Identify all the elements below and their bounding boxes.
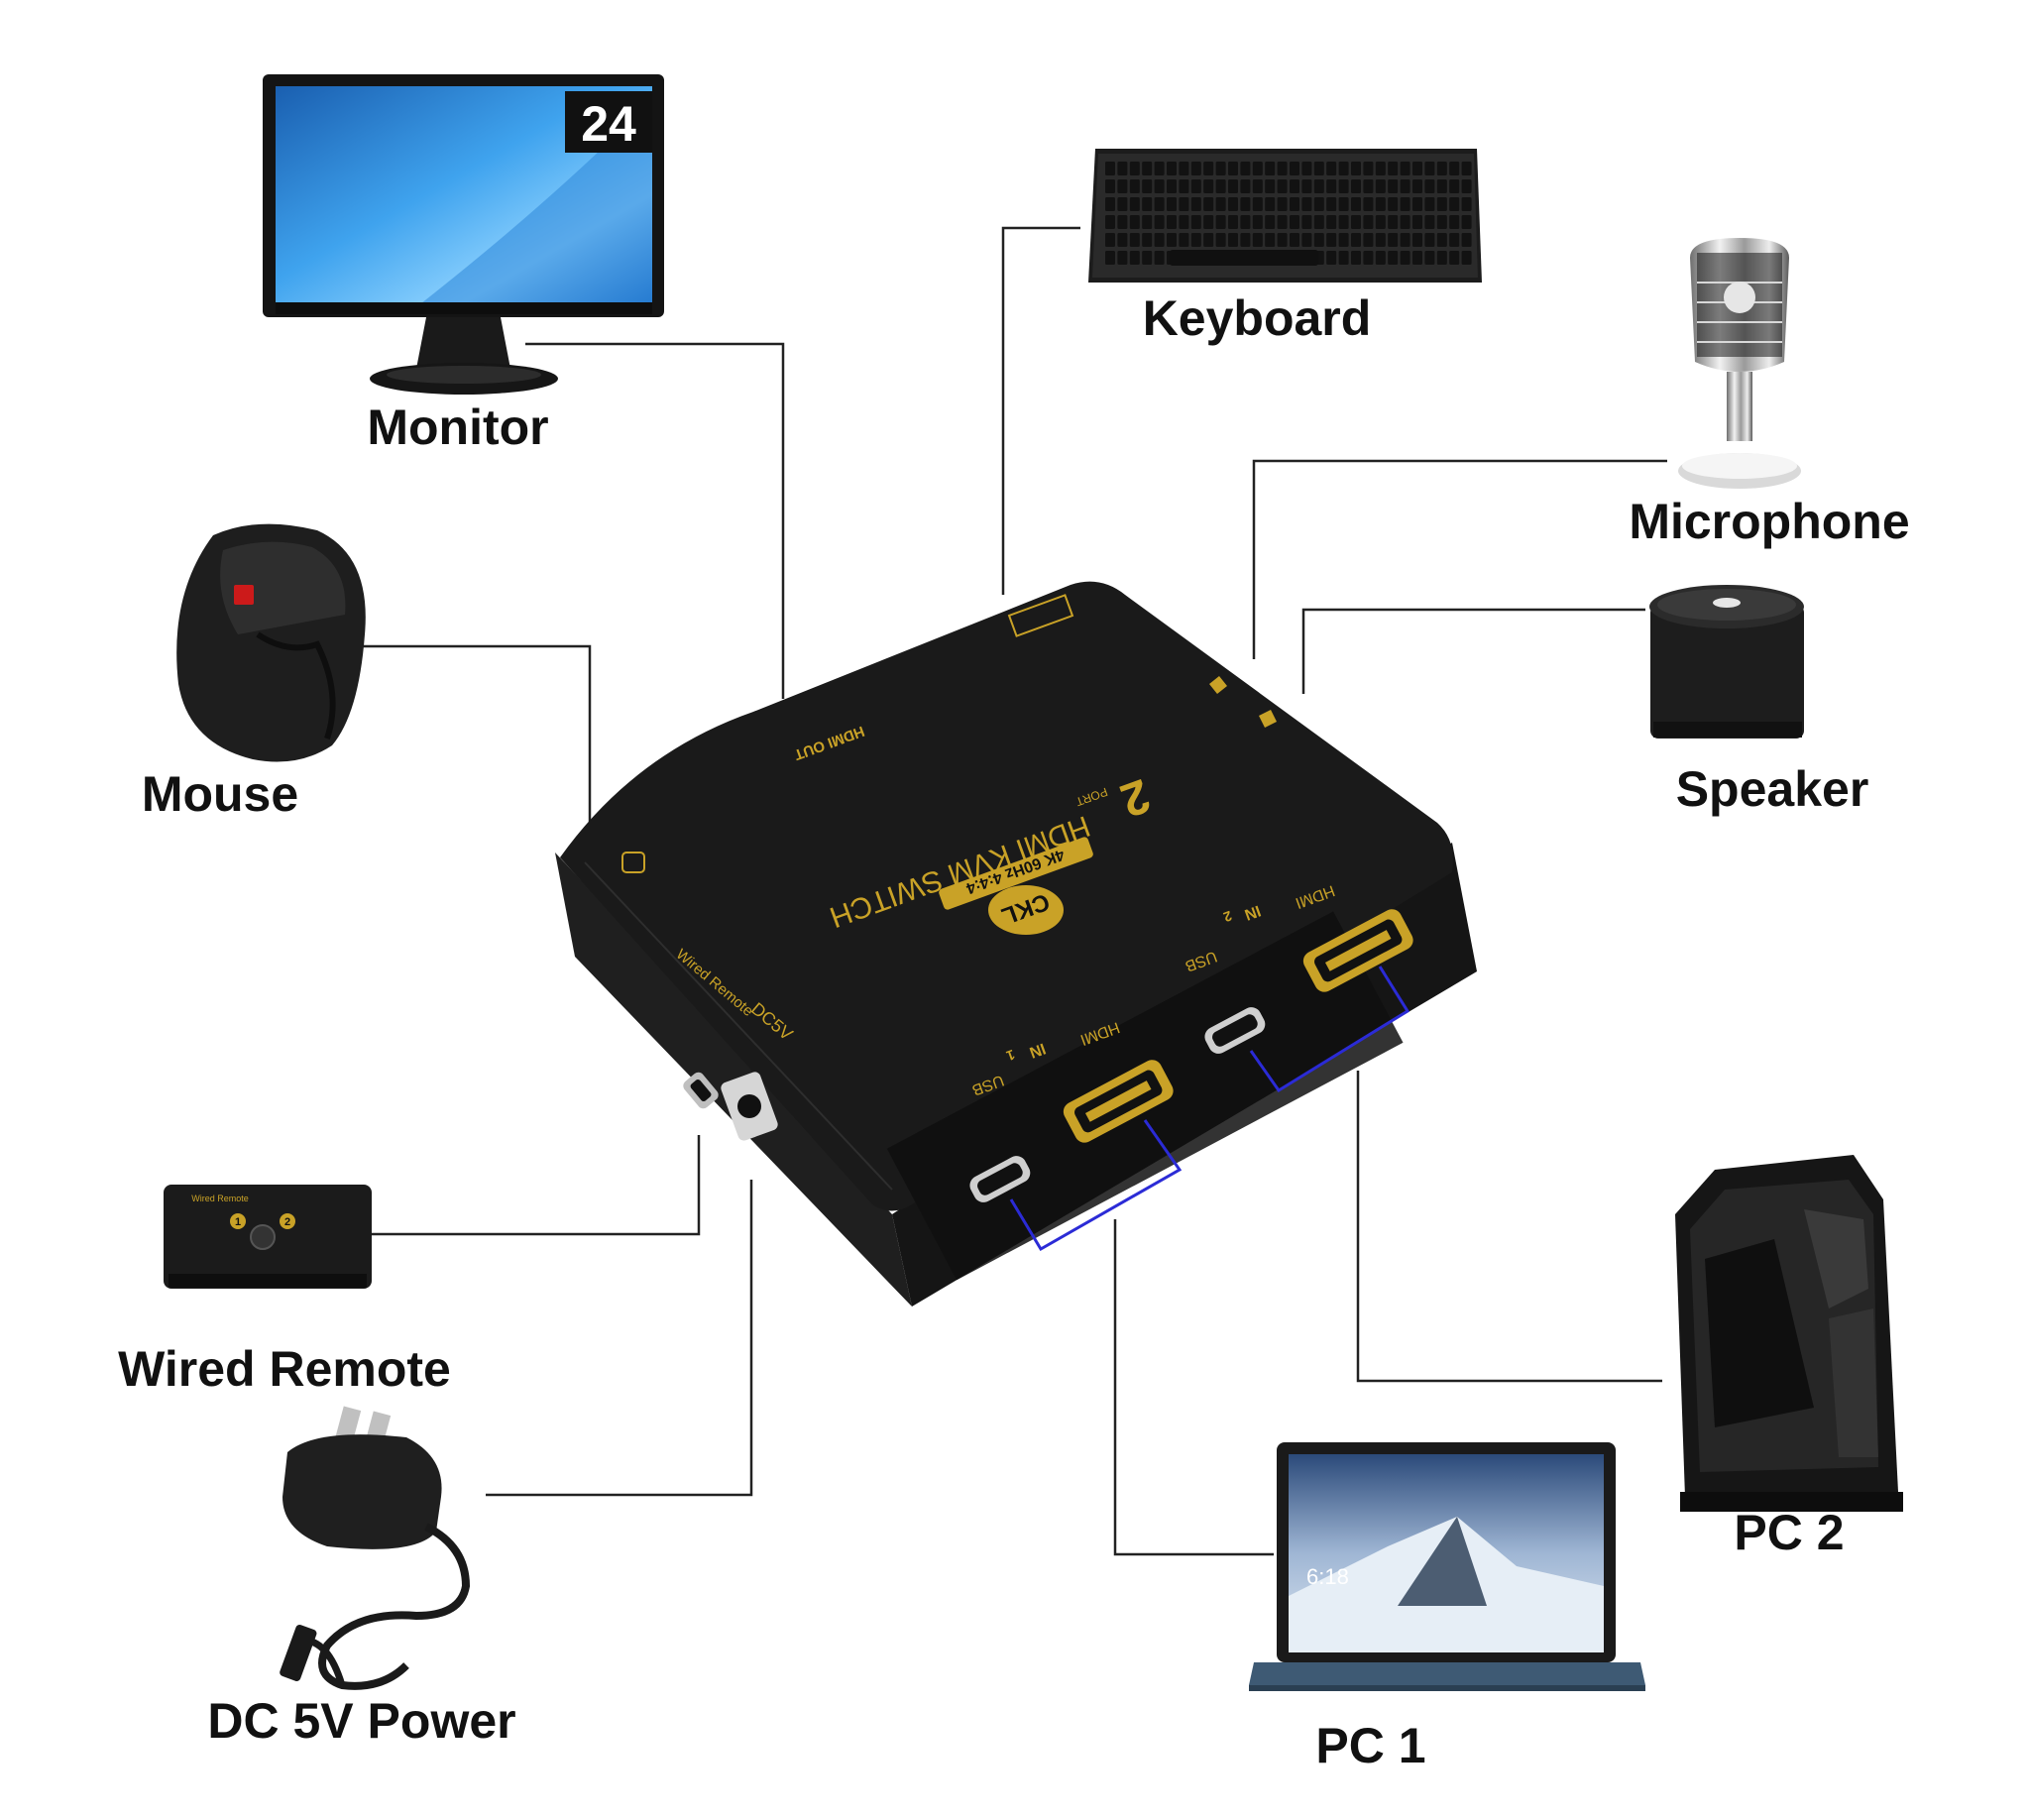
keyboard-image (1088, 149, 1482, 283)
hdmi-port-in1 (1063, 1060, 1174, 1143)
remote-port (683, 1072, 719, 1109)
microphone-connection-line (1252, 459, 1667, 659)
speaker-label: Speaker (1676, 761, 1869, 817)
usb-port-in2 (1204, 1007, 1266, 1054)
speaker-connection-line (1301, 608, 1645, 694)
pc2-image (1675, 1155, 1903, 1512)
speaker-image (1649, 585, 1804, 739)
pc1-label: PC 1 (1315, 1718, 1425, 1773)
microphone-label: Microphone (1629, 494, 1909, 549)
usb-port-in1 (969, 1156, 1031, 1202)
dc-port (721, 1072, 778, 1141)
in1-label-text: IN (1027, 1040, 1048, 1061)
keyboard-connection-line (1001, 226, 1080, 595)
power-connection-line (486, 1180, 753, 1497)
monitor-size-badge: 24 (581, 96, 636, 152)
keyboard-label: Keyboard (1143, 290, 1372, 346)
pc2-connection-line (1356, 1071, 1662, 1383)
pc1-image: 6:18 (1249, 1442, 1645, 1691)
pc1-connection-line (1113, 1219, 1274, 1556)
kvm-switch: HDMI OUT HDMI KVM SWITCH 2 PORT 4K 60Hz … (555, 581, 1477, 1307)
wired-remote-label: Wired Remote (118, 1341, 451, 1397)
dc-power-label: DC 5V Power (207, 1693, 515, 1749)
remote-connection-line (372, 1135, 701, 1236)
remote-button-1-text: 1 (235, 1216, 241, 1228)
wired-remote-image: Wired Remote 1 2 (164, 1185, 372, 1289)
mouse-label: Mouse (142, 766, 298, 822)
monitor-label: Monitor (367, 399, 548, 455)
in2-label-text: IN (1242, 902, 1263, 923)
dc-power-image (280, 1406, 471, 1690)
pc2-label: PC 2 (1734, 1505, 1844, 1560)
pc1-screen-time: 6:18 (1306, 1564, 1349, 1589)
mouse-image (176, 523, 366, 762)
device-labels: Monitor Keyboard Microphone Mouse Speake… (118, 290, 1910, 1773)
remote-caption-text: Wired Remote (191, 1194, 249, 1203)
mouse-connection-line (352, 644, 592, 845)
hdmi-port-in2 (1302, 909, 1413, 992)
monitor-image: 24 (263, 74, 664, 395)
connection-lines (352, 226, 1667, 1556)
microphone-image (1678, 238, 1801, 489)
port-pair-links (1009, 966, 1410, 1252)
remote-button-2-text: 2 (284, 1216, 290, 1228)
monitor-connection-line (525, 342, 785, 699)
